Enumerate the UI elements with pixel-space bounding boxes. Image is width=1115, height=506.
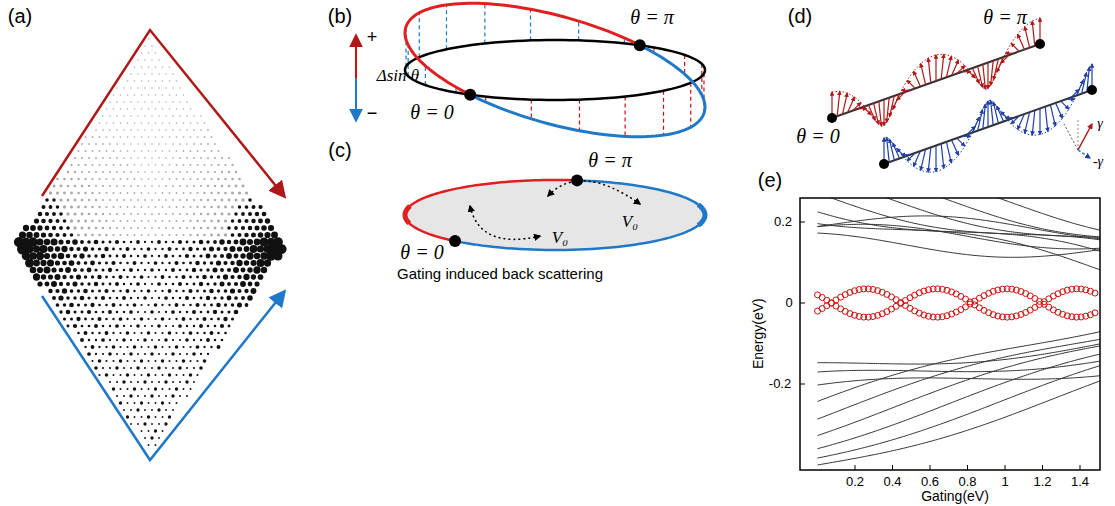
lattice-dots xyxy=(14,38,287,446)
scatter-arrow xyxy=(470,206,540,239)
sign-label: + xyxy=(367,28,378,48)
tick-label: 1.4 xyxy=(1071,475,1089,489)
angle-label: θ = π xyxy=(630,6,673,28)
scatter-arrow xyxy=(548,181,640,204)
edge-arrow-blue xyxy=(42,292,284,460)
panel-label: (b) xyxy=(328,5,352,27)
tick-label: 0.2 xyxy=(774,215,792,229)
fermi-ellipse-b xyxy=(405,3,705,136)
sign-label: − xyxy=(367,104,378,124)
tick-label: 0.6 xyxy=(921,475,939,489)
edge-arrow-red xyxy=(42,30,284,196)
tick-label: 0.8 xyxy=(958,475,976,489)
panel-label: (a) xyxy=(8,5,32,27)
spin-helix xyxy=(827,18,1097,172)
tick-label: 0.2 xyxy=(846,475,864,489)
panel-label: (c) xyxy=(328,139,351,161)
sign-arrow xyxy=(355,36,357,78)
panel-label: (e) xyxy=(758,169,782,191)
axis-title: Energy(eV) xyxy=(750,299,765,370)
axis-title: Gating(eV) xyxy=(921,489,989,504)
angle-label: θ = π xyxy=(588,149,631,171)
potential-label: V₀ xyxy=(552,229,568,248)
tick-label: 1 xyxy=(1001,475,1008,489)
angle-label: θ = 0 xyxy=(400,241,443,263)
tick-label: 0 xyxy=(785,296,792,310)
fermi-ellipse-c xyxy=(405,174,705,250)
angle-label: θ = 0 xyxy=(796,125,839,147)
panel-caption: Gating induced back scattering xyxy=(397,266,603,283)
angle-label: θ = π xyxy=(983,6,1026,28)
plot-frame xyxy=(800,198,1100,470)
angle-label: -γ xyxy=(1093,154,1103,169)
angle-label: γ xyxy=(1097,116,1103,131)
sign-arrow xyxy=(355,78,357,120)
potential-label: V₀ xyxy=(622,213,638,232)
band-plot xyxy=(800,165,1115,470)
tick-label: 0.4 xyxy=(883,475,901,489)
panel-label: (d) xyxy=(788,5,812,27)
angle-label: θ = 0 xyxy=(410,101,453,123)
axis-label: Δsin θ xyxy=(377,67,419,86)
angle-inset xyxy=(1064,120,1092,158)
tick-label: 1.2 xyxy=(1033,475,1051,489)
tick-label: -0.2 xyxy=(769,377,791,391)
